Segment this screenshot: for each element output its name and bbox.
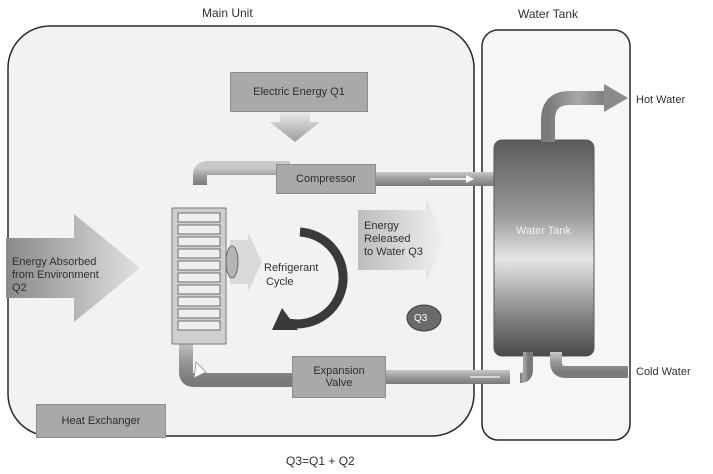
cycle-arrow-head [272,308,298,330]
energy-absorbed-arrow [6,214,140,322]
water-tank-label: Water Tank [516,225,572,237]
main-unit-panel [7,25,475,437]
energy-released-line2: Released [364,233,411,245]
hot-water-pipe [541,91,608,142]
expansion-valve-line1: Expansion [313,365,365,377]
energy-absorbed-line3: Q2 [12,282,27,294]
hot-water-label: Hot Water [636,94,686,106]
pipe-bottom-left [179,340,292,387]
heat-exchanger-box: Heat Exchanger [36,404,166,438]
expansion-valve-box: Expansion Valve [292,356,386,398]
pipe-top-left [193,161,290,185]
fan-icon [225,245,239,279]
refrigerant-cycle-line1: Refrigerant [264,262,319,274]
expansion-valve-line2: Valve [325,377,353,389]
energy-absorbed-line2: from Environment [12,269,99,281]
cold-water-pipe [550,352,628,378]
pipe-return [384,370,510,384]
water-tank-cylinder [493,139,595,357]
cold-water-label: Cold Water [636,366,691,378]
q3-badge-label: Q3 [414,313,428,324]
pipe-flow-arrow-head [466,175,474,183]
hot-water-arrow [604,84,628,112]
energy-released-line1: Energy [364,220,399,232]
cycle-arrow [282,227,348,329]
electric-down-arrow [270,110,320,142]
energy-absorbed-line1: Energy Absorbed [12,256,97,268]
corner-arrow-icon [193,361,207,379]
electric-energy-box: Electric Energy Q1 [230,72,368,112]
fan-arrow [230,232,262,292]
refrigerant-cycle-line2: Cycle [266,276,294,288]
compressor-box: Compressor [276,164,376,194]
energy-released-arrow [358,198,446,282]
water-tank-title: Water Tank [518,7,579,21]
energy-released-line3: to Water Q3 [364,246,423,258]
coil-fins [177,212,221,331]
energy-equation: Q3=Q1 + Q2 [286,454,355,468]
tank-return-pipe [519,352,533,383]
q3-badge [406,304,442,332]
main-unit-title: Main Unit [202,6,253,20]
